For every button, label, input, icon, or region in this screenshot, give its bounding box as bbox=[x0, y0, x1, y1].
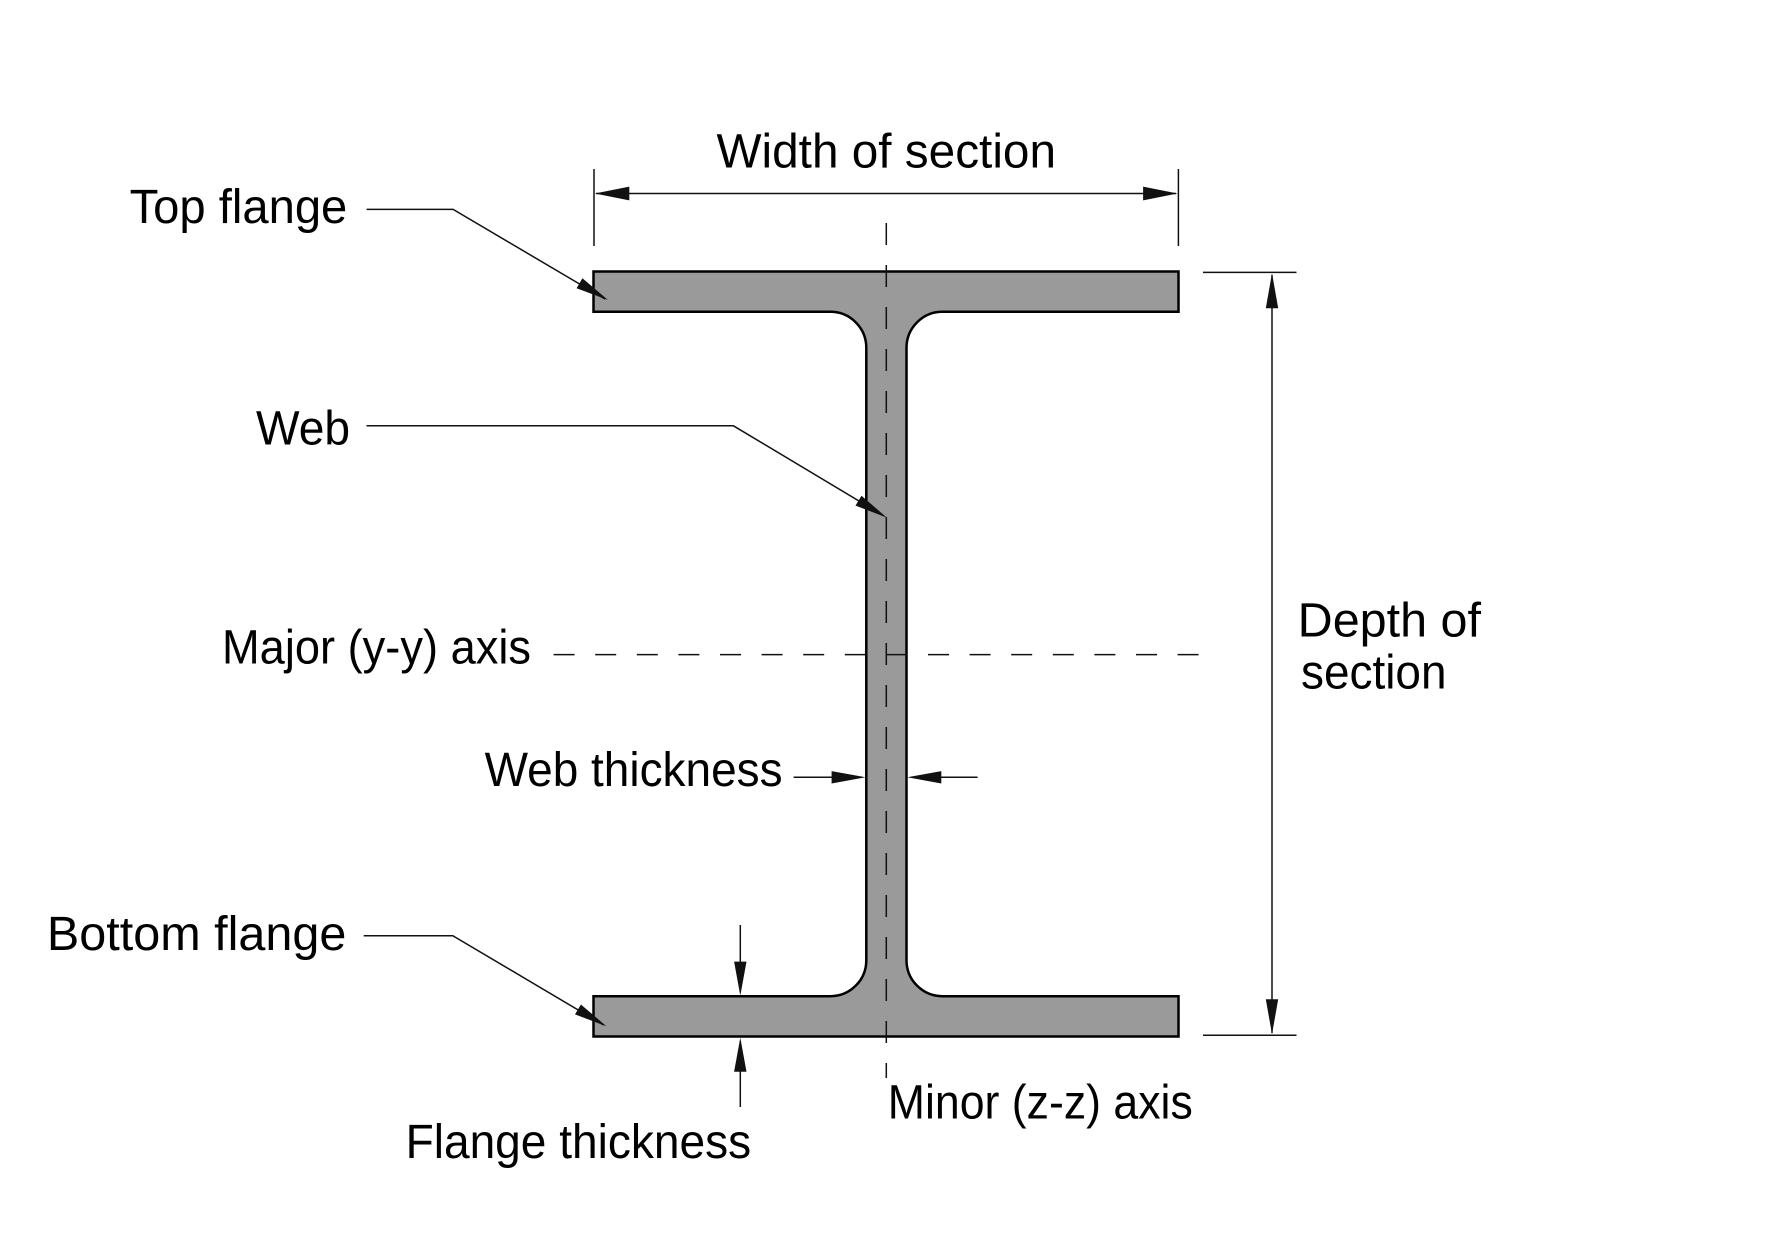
svg-text:Web thickness: Web thickness bbox=[485, 744, 783, 797]
svg-text:Minor (z-z) axis: Minor (z-z) axis bbox=[888, 1076, 1193, 1129]
svg-text:Major (y-y) axis: Major (y-y) axis bbox=[222, 622, 531, 675]
svg-text:Bottom flange: Bottom flange bbox=[47, 908, 346, 961]
svg-text:Web: Web bbox=[256, 403, 350, 456]
svg-text:Top flange: Top flange bbox=[130, 181, 348, 234]
svg-text:section: section bbox=[1301, 647, 1447, 700]
svg-text:Width of section: Width of section bbox=[717, 126, 1057, 179]
svg-text:Depth of: Depth of bbox=[1298, 594, 1482, 647]
svg-text:Flange thickness: Flange thickness bbox=[406, 1116, 752, 1169]
